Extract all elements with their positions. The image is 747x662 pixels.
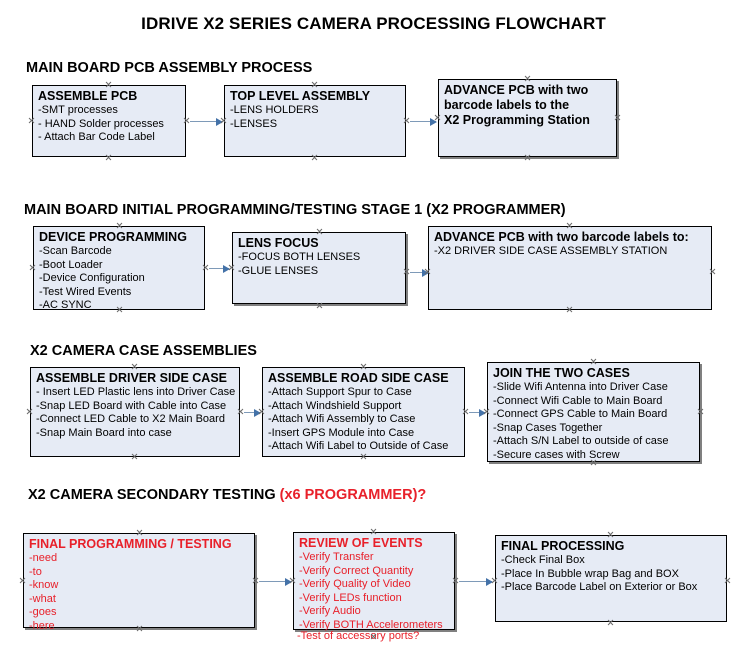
section-heading-3: X2 CAMERA CASE ASSEMBLIES — [30, 343, 257, 359]
node-assemble-driver-side-case[interactable]: ASSEMBLE DRIVER SIDE CASE - Insert LED P… — [30, 367, 240, 457]
node-assemble-pcb[interactable]: ASSEMBLE PCB -SMT processes - HAND Solde… — [32, 85, 186, 157]
node-line: -Connect GPS Cable to Main Board — [493, 408, 668, 420]
node-line: -goes — [29, 606, 57, 618]
node-device-programming[interactable]: DEVICE PROGRAMMING -Scan Barcode -Boot L… — [33, 226, 205, 311]
node-review-of-events[interactable]: REVIEW OF EVENTS -Verify Transfer -Verif… — [293, 532, 455, 631]
node-line: -Verify Audio — [299, 605, 361, 617]
node-title: ADVANCE PCB with two barcode labels to: — [434, 230, 689, 244]
node-line: -X2 DRIVER SIDE CASE ASSEMBLY STATION — [434, 245, 668, 257]
node-line: -Attach Wifi Assembly to Case — [268, 413, 416, 425]
node-line: -Connect LED Cable to X2 Main Board — [36, 413, 225, 425]
node-line: -Attach Wifi Label to Outside of Case — [268, 440, 449, 452]
node-title: FINAL PROGRAMMING / TESTING — [29, 537, 232, 551]
node-line: -Device Configuration — [39, 272, 145, 284]
node-final-programming-testing[interactable]: FINAL PROGRAMMING / TESTING -need -to -k… — [23, 533, 255, 632]
node-line: -Slide Wifi Antenna into Driver Case — [493, 381, 668, 393]
node-line: -LENSES — [230, 117, 278, 130]
node-title: LENS FOCUS — [238, 236, 319, 250]
node-line: -LENS HOLDERS — [230, 104, 319, 116]
node-line: -Attach Support Spur to Case — [268, 386, 412, 398]
node-title: DEVICE PROGRAMMING — [39, 230, 187, 244]
node-title: JOIN THE TWO CASES — [493, 366, 630, 380]
node-join-the-two-cases[interactable]: JOIN THE TWO CASES -Slide Wifi Antenna i… — [487, 362, 700, 462]
node-line: -to — [29, 565, 42, 578]
page-title: IDRIVE X2 SERIES CAMERA PROCESSING FLOWC… — [141, 14, 606, 33]
node-title: REVIEW OF EVENTS — [299, 536, 423, 550]
node-advance-pcb-case-assembly[interactable]: ADVANCE PCB with two barcode labels to: … — [428, 226, 712, 310]
node-top-level-assembly[interactable]: TOP LEVEL ASSEMBLY -LENS HOLDERS -LENSES — [224, 85, 406, 157]
node-review-of-events-overflow-line: -Test of accessory ports? — [297, 630, 420, 642]
arrow-pcb-to-top-level — [190, 117, 223, 126]
node-line: -AC SYNC — [39, 299, 92, 311]
arrow-road-case-to-join — [469, 408, 486, 417]
node-title: ASSEMBLE ROAD SIDE CASE — [268, 371, 449, 385]
node-title: TOP LEVEL ASSEMBLY — [230, 89, 371, 103]
arrow-device-to-lens-focus — [209, 264, 230, 273]
node-line: -Verify Transfer — [299, 551, 374, 563]
node-line: -Snap Main Board into case — [36, 426, 172, 439]
node-line: -Scan Barcode — [39, 245, 112, 257]
node-line: - Attach Bar Code Label — [38, 131, 155, 143]
node-assemble-road-side-case[interactable]: ASSEMBLE ROAD SIDE CASE -Attach Support … — [262, 367, 465, 457]
node-line: -Verify BOTH Accelerometers — [299, 618, 443, 631]
node-title-line3: X2 Programming Station — [444, 113, 590, 127]
node-line: -Verify Correct Quantity — [299, 564, 414, 577]
node-line: -Snap Cases Together — [493, 421, 603, 434]
section-heading-4-text: X2 CAMERA SECONDARY TESTING — [28, 487, 280, 503]
node-line: -here — [29, 619, 55, 632]
arrow-lens-focus-to-advance — [410, 268, 429, 277]
node-line: -FOCUS BOTH LENSES — [238, 251, 361, 263]
section-heading-1: MAIN BOARD PCB ASSEMBLY PROCESS — [26, 60, 313, 76]
node-title-line2: barcode labels to the — [444, 98, 570, 112]
node-line: -Boot Loader — [39, 258, 103, 271]
node-line: -Check Final Box — [501, 554, 585, 566]
node-title: ADVANCE PCB with two — [444, 83, 589, 97]
node-line: -Insert GPS Module into Case — [268, 426, 415, 439]
node-title: ASSEMBLE DRIVER SIDE CASE — [36, 371, 228, 385]
section-heading-2: MAIN BOARD INITIAL PROGRAMMING/TESTING S… — [24, 202, 566, 218]
node-line: -Connect Wifi Cable to Main Board — [493, 394, 663, 407]
node-line: -Attach Windshield Support — [268, 399, 402, 412]
node-title: ASSEMBLE PCB — [38, 89, 138, 103]
arrow-final-prog-to-review — [259, 577, 292, 586]
node-final-processing[interactable]: FINAL PROCESSING -Check Final Box -Place… — [495, 535, 727, 622]
node-line: -Place Barcode Label on Exterior or Box — [501, 581, 698, 593]
node-line: -Verify Quality of Video — [299, 578, 411, 590]
node-line: -know — [29, 579, 59, 591]
node-line: -SMT processes — [38, 104, 118, 116]
node-line: -Verify LEDs function — [299, 591, 402, 604]
node-line: - HAND Solder processes — [38, 117, 164, 130]
node-line: -Test Wired Events — [39, 285, 132, 298]
node-line: -Place In Bubble wrap Bag and BOX — [501, 567, 679, 580]
arrow-review-to-final-processing — [459, 577, 493, 586]
node-line: -Snap LED Board with Cable into Case — [36, 399, 227, 412]
node-line: - Insert LED Plastic lens into Driver Ca… — [36, 386, 236, 398]
node-line: -need — [29, 552, 58, 564]
node-advance-pcb-programming[interactable]: ADVANCE PCB with two barcode labels to t… — [438, 79, 617, 157]
node-lens-focus[interactable]: LENS FOCUS -FOCUS BOTH LENSES -GLUE LENS… — [232, 232, 406, 304]
node-line: -what — [29, 592, 56, 605]
node-line: -GLUE LENSES — [238, 264, 319, 277]
node-title: FINAL PROCESSING — [501, 539, 625, 553]
node-line: -Attach S/N Label to outside of case — [493, 435, 669, 447]
arrow-driver-to-road-case — [244, 408, 261, 417]
node-line: -Secure cases with Screw — [493, 448, 620, 461]
arrow-top-level-to-advance — [410, 117, 437, 126]
section-heading-4-accent: (x6 PROGRAMMER)? — [279, 487, 427, 503]
section-heading-4: X2 CAMERA SECONDARY TESTING (x6 PROGRAMM… — [28, 487, 426, 503]
